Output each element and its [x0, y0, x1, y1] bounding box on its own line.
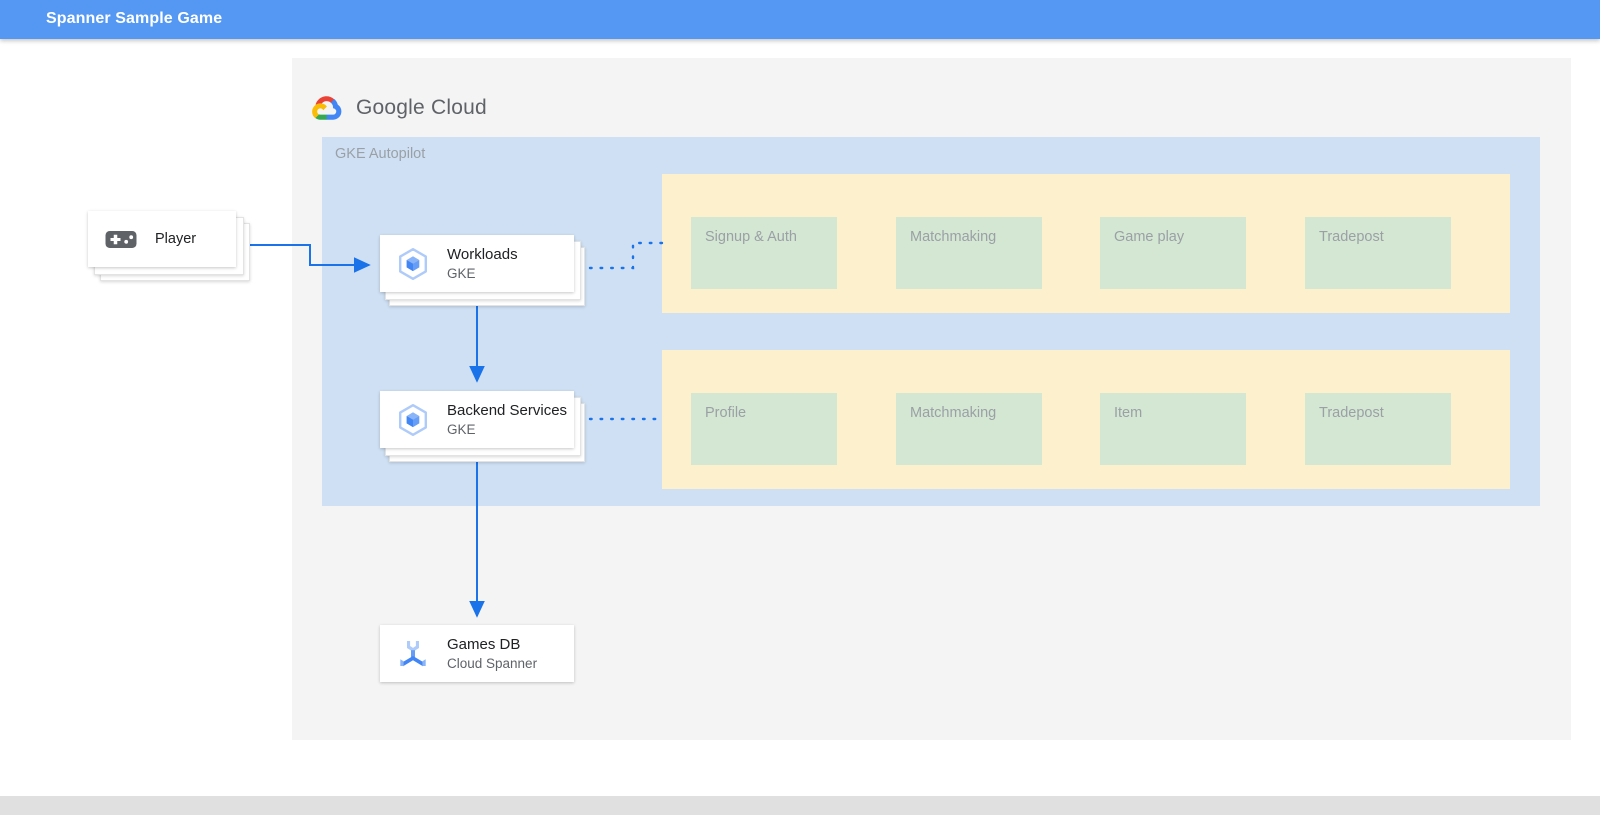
node-player-card[interactable]: Player	[88, 211, 236, 267]
service-box-label: Profile	[705, 405, 747, 421]
service-box[interactable]: Tradepost	[1305, 217, 1451, 289]
node-games-db-card[interactable]: Games DB Cloud Spanner	[380, 625, 574, 682]
node-backend-services-subtitle: GKE	[447, 421, 476, 437]
service-box-label: Signup & Auth	[705, 229, 797, 245]
service-box[interactable]: Game play	[1100, 217, 1246, 289]
node-games-db-title: Games DB	[447, 635, 521, 653]
service-box-label: Tradepost	[1319, 229, 1384, 245]
gke-icon	[399, 403, 427, 436]
service-box[interactable]: Matchmaking	[896, 217, 1042, 289]
gke-icon	[399, 247, 427, 280]
google-cloud-brand: Google Cloud	[310, 92, 487, 124]
google-cloud-wordmark: Google Cloud	[356, 96, 487, 120]
node-player-text: Player	[155, 230, 196, 249]
gamepad-icon	[105, 231, 137, 248]
app-bar-title: Spanner Sample Game	[46, 10, 223, 27]
google-cloud-logo-icon	[312, 96, 342, 120]
service-box-label: Matchmaking	[910, 229, 997, 245]
bottom-strip	[0, 796, 1600, 815]
service-box[interactable]: Tradepost	[1305, 393, 1451, 465]
gke-autopilot-zone-label: GKE Autopilot	[335, 146, 426, 162]
node-workloads-subtitle: GKE	[447, 265, 476, 281]
node-player-title: Player	[155, 230, 197, 247]
node-workloads-text: Workloads GKE	[447, 245, 518, 283]
service-box-label: Item	[1114, 405, 1143, 421]
service-box[interactable]: Item	[1100, 393, 1246, 465]
node-games-db-subtitle: Cloud Spanner	[447, 655, 538, 671]
node-backend-services[interactable]: Backend Services GKE	[380, 391, 586, 462]
node-workloads-card[interactable]: Workloads GKE	[380, 235, 574, 292]
workloads-services-band: Signup & Auth Matchmaking Game play Trad…	[662, 174, 1510, 313]
node-games-db[interactable]: Games DB Cloud Spanner	[380, 625, 586, 695]
node-workloads[interactable]: Workloads GKE	[380, 235, 586, 306]
service-box-label: Matchmaking	[910, 405, 997, 421]
service-box[interactable]: Profile	[691, 393, 837, 465]
cloud-spanner-icon	[400, 640, 426, 666]
brand-google: Google	[356, 96, 425, 119]
node-backend-services-card[interactable]: Backend Services GKE	[380, 391, 574, 448]
service-box[interactable]: Matchmaking	[896, 393, 1042, 465]
service-box-label: Tradepost	[1319, 405, 1384, 421]
node-workloads-title: Workloads	[447, 245, 518, 263]
backend-services-band: Profile Matchmaking Item Tradepost	[662, 350, 1510, 489]
service-box-label: Game play	[1114, 229, 1185, 245]
app-bar: Spanner Sample Game	[0, 0, 1600, 39]
service-box[interactable]: Signup & Auth	[691, 217, 837, 289]
node-backend-services-title: Backend Services	[447, 401, 568, 419]
brand-cloud: Cloud	[430, 96, 487, 119]
node-backend-services-text: Backend Services GKE	[447, 401, 567, 439]
node-player[interactable]: Player	[88, 211, 250, 283]
node-games-db-text: Games DB Cloud Spanner	[447, 635, 537, 673]
